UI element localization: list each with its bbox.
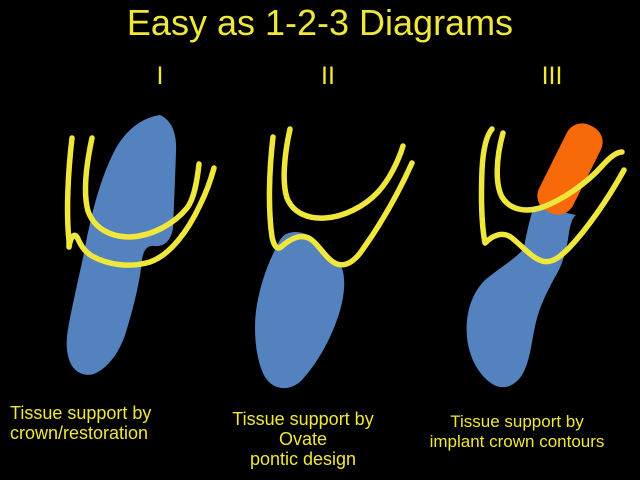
diagram-1-numeral: I	[156, 62, 164, 90]
pontic-outer-contour-line	[266, 134, 415, 268]
diagram-3-caption: Tissue support by implant crown contours	[429, 412, 605, 451]
diagram-2-numeral: II	[321, 62, 335, 90]
diagram-3-numeral: III	[541, 62, 563, 90]
implant-crown-shape	[537, 123, 603, 215]
diagram-natural-tooth	[64, 115, 217, 375]
gingiva-outer-contour-line	[64, 135, 217, 268]
pontic-inner-contour-line	[281, 126, 406, 221]
diagram-ovate-pontic	[255, 126, 415, 389]
diagram-1-caption: Tissue support by crown/restoration	[10, 403, 152, 443]
diagram-2-caption: Tissue support by Ovate pontic design	[232, 409, 374, 469]
tooth-shape	[66, 115, 177, 375]
gingiva-inner-contour-line	[494, 130, 625, 213]
root-tissue-shape	[466, 206, 576, 388]
ridge-tissue-shape	[255, 231, 345, 389]
slide-title: Easy as 1-2-3 Diagrams	[126, 2, 514, 43]
gingiva-outer-contour-line	[478, 126, 627, 265]
diagram-implant-crown	[466, 123, 627, 388]
gingiva-inner-contour-line	[82, 135, 202, 240]
